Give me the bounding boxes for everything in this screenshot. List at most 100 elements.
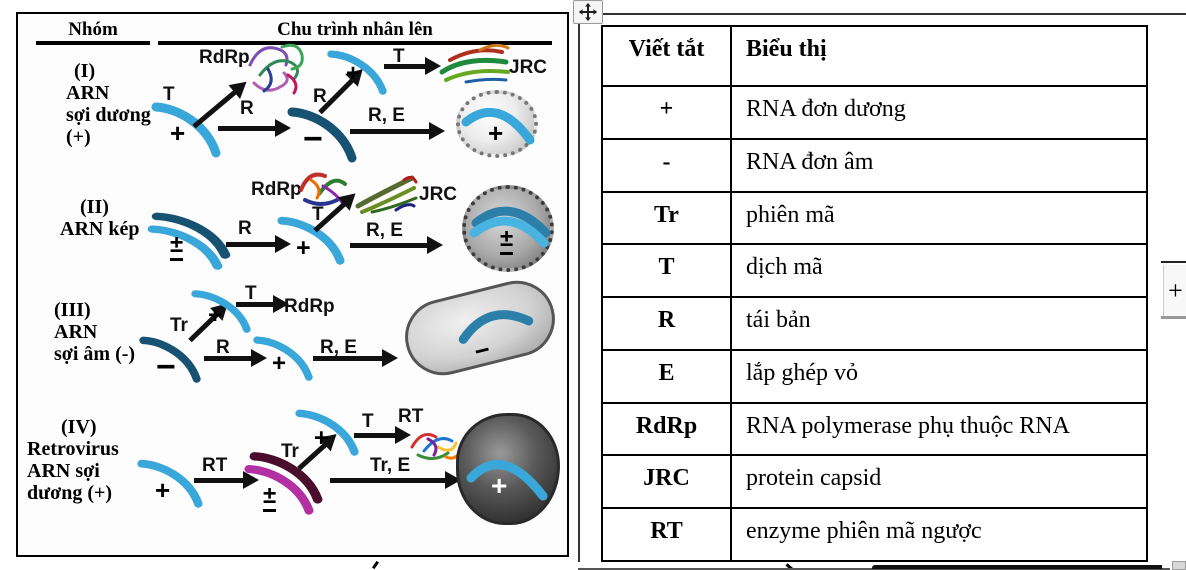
abbr-cell: - — [662, 148, 671, 175]
arrow-replication — [204, 349, 267, 367]
rna-plus-arc — [151, 102, 221, 158]
table-move-handle[interactable] — [573, 0, 603, 24]
jrc-label: JRC — [509, 57, 548, 78]
abbr-cell: R — [657, 307, 676, 334]
arrow-replication-assembly — [350, 236, 443, 254]
step-label-translation: T — [393, 46, 405, 67]
jrc-protein-icon — [355, 175, 418, 214]
outer-table-left-border — [578, 13, 580, 562]
virion-group-III: − — [397, 272, 563, 384]
strand-sign: + — [272, 350, 287, 377]
rna-plus-arc — [191, 290, 251, 333]
step-label-reverse-transcription: RT — [202, 455, 228, 476]
arrow-translation — [354, 426, 411, 444]
group-II-label: (II) ARN kép — [60, 196, 140, 240]
virion-sign: ± — [500, 227, 514, 255]
jrc-protein-icon — [439, 43, 510, 84]
move-icon — [578, 2, 598, 22]
outer-table-top-border — [576, 13, 1186, 15]
meaning-cell: phiên mã — [730, 192, 1146, 244]
arrow-replication-assembly — [350, 122, 445, 140]
retro-outer-arc — [249, 452, 323, 504]
rt-protein-icon — [410, 433, 462, 460]
table-row-+: +RNA đơn dương — [603, 85, 1146, 138]
arrow-replication — [226, 235, 291, 253]
virion-group-II: ± — [462, 185, 554, 272]
step-label-replication-assembly: R, E — [366, 220, 403, 241]
arrow-translation — [236, 295, 289, 313]
strand-sign: + — [155, 475, 171, 505]
rdrp-label: RdRp — [284, 296, 335, 317]
step-label-translation: T — [163, 84, 175, 105]
header-meaning: Biểu thị — [730, 27, 1146, 85]
virion-sign: + — [488, 118, 504, 148]
meaning-cell: dịch mã — [730, 245, 1146, 297]
arrow-transcription-assembly — [330, 471, 461, 489]
rdrp-label: RdRp — [199, 47, 250, 68]
step-label-transcription: Tr — [281, 441, 299, 462]
meaning-cell: RNA đơn âm — [730, 139, 1146, 191]
meaning-cell: tái bản — [730, 298, 1146, 349]
abbreviation-table: Viết tắt Biểu thị +RNA đơn dương - RNA đơn… — [601, 25, 1148, 562]
step-label-replication-assembly: R, E — [368, 105, 405, 126]
abbr-cell: E — [658, 359, 675, 386]
group-III-label: (III) ARN sợi âm (-) — [54, 299, 136, 365]
header-rule-cycle — [158, 41, 552, 45]
rna-plus-arc — [295, 409, 359, 456]
strand-sign: + — [170, 118, 186, 148]
retro-inner-arc — [244, 464, 314, 515]
rna-plus-arc — [277, 216, 345, 265]
table-header-row: Viết tắt Biểu thị — [603, 27, 1146, 85]
header-rule-group — [36, 41, 150, 45]
group-IV-label: (IV) Retrovirus ARN sợi dương (+) — [27, 416, 119, 504]
meaning-cell: lắp ghép vỏ — [730, 350, 1146, 402]
abbr-cell: T — [658, 254, 675, 281]
rna-minus-arc — [139, 336, 201, 383]
rdrp-protein-icon — [248, 43, 304, 95]
arrow-translation — [384, 57, 441, 75]
virion-sign: + — [491, 470, 508, 501]
rdrp-label: RdRp — [251, 179, 302, 200]
rna-minus-arc — [287, 107, 357, 163]
meaning-cell: RNA polymerase phụ thuộc RNA — [730, 403, 1146, 455]
header-abbr: Viết tắt — [628, 36, 705, 62]
dsrna-inner-arc — [147, 225, 223, 270]
step-label-replication-assembly: R, E — [320, 337, 357, 358]
step-label-transcription-assembly: Tr, E — [370, 455, 411, 476]
jrc-label: JRC — [419, 184, 458, 205]
cropped-text-mark — [371, 560, 380, 570]
strand-sign: + — [346, 60, 361, 87]
rna-plus-arc — [137, 459, 203, 508]
virion-group-IV: + — [456, 413, 560, 525]
abbr-cell: JRC — [643, 465, 690, 492]
step-label-translation: T — [245, 283, 257, 304]
strand-sign: ± — [263, 484, 277, 512]
meaning-cell: enzyme phiên mã ngược — [730, 509, 1146, 561]
dsrna-outer-arc — [151, 212, 231, 259]
step-label-replication: R — [313, 86, 327, 107]
step-label-translation: T — [312, 204, 324, 225]
rdrp-protein-icon — [299, 172, 347, 206]
step-label-replication: R — [216, 337, 230, 358]
cropped-box-top-edge — [872, 565, 1162, 569]
strand-sign: ± — [170, 233, 184, 261]
cropped-plus-control[interactable]: + — [1163, 265, 1186, 316]
cropped-control-top-line — [1161, 261, 1186, 263]
strand-sign: + — [296, 234, 311, 262]
arrow-reverse-transcription — [194, 471, 259, 489]
step-label-transcription: Tr — [170, 315, 188, 336]
cropped-control-bottom-line — [1161, 316, 1186, 319]
meaning-cell: RNA đơn dương — [730, 87, 1146, 138]
cropped-corner-fragment — [1172, 561, 1186, 570]
rna-plus-arc — [253, 336, 313, 381]
cropped-bottom-line — [578, 568, 1170, 570]
